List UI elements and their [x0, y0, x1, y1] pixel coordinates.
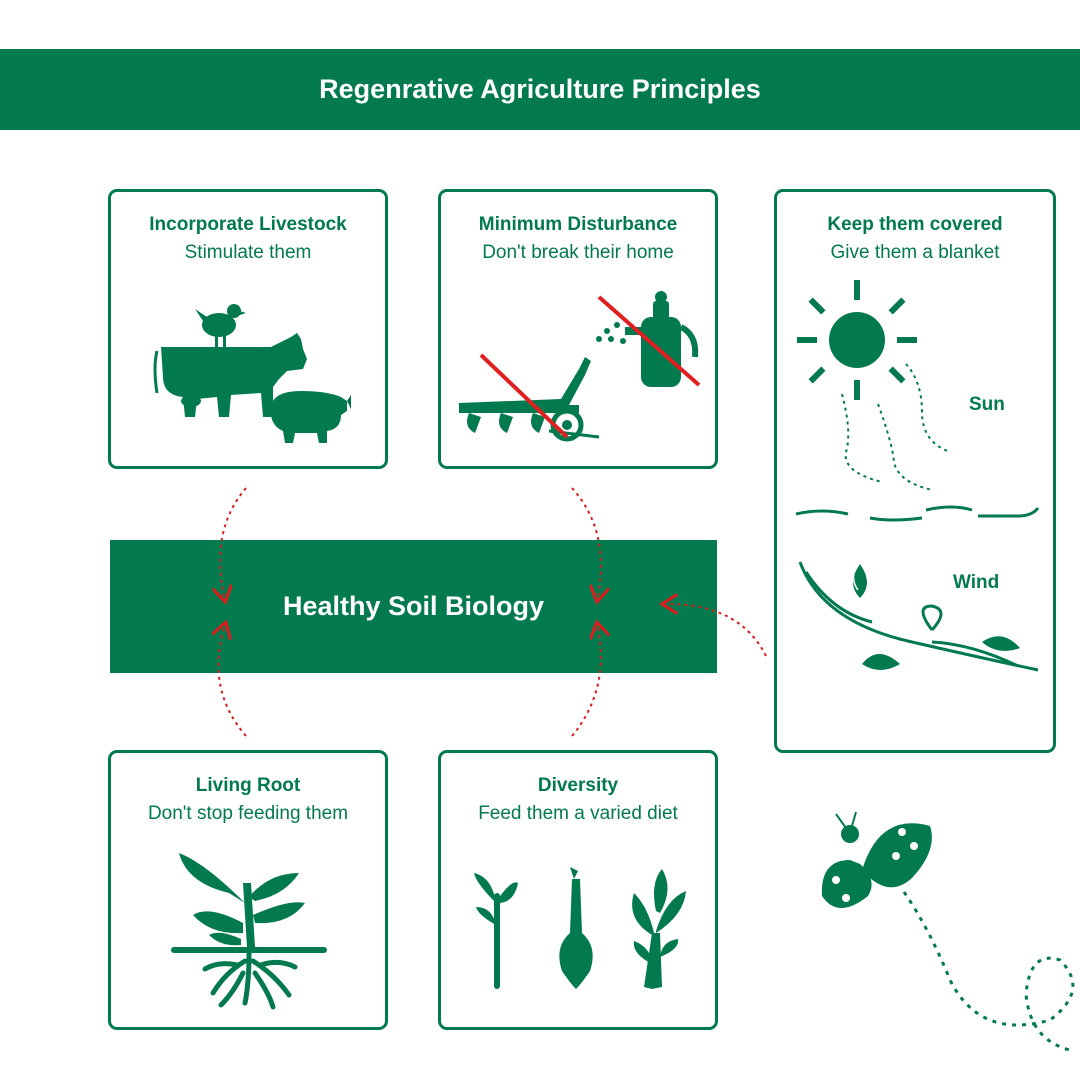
- page-title: Regenrative Agriculture Principles: [319, 74, 761, 104]
- card-minimum-disturbance: Minimum Disturbance Don't break their ho…: [438, 189, 718, 469]
- livestock-icon: [153, 304, 351, 443]
- card-living-root: Living Root Don't stop feeding them: [108, 750, 388, 1030]
- card-subtitle: Feed them a varied diet: [478, 803, 678, 824]
- card-title: Minimum Disturbance: [478, 214, 678, 235]
- wind-label: Wind: [953, 572, 1000, 593]
- card-subtitle: Don't break their home: [482, 242, 674, 263]
- card-diversity: Diversity Feed them a varied diet: [438, 750, 718, 1030]
- arrow-diversity-to-hub: [571, 628, 601, 737]
- arrow-covered-to-hub: [668, 604, 767, 657]
- card-subtitle: Give them a blanket: [830, 242, 1000, 263]
- ladybug-trail: [902, 891, 1075, 1052]
- card-title: Diversity: [537, 775, 619, 796]
- card-keep-them-covered: Keep them covered Give them a blanket: [774, 189, 1056, 753]
- arrow-disturbance-to-hub: [571, 487, 601, 596]
- card-title: Living Root: [195, 775, 301, 796]
- card-incorporate-livestock: Incorporate Livestock Stimulate them: [108, 189, 388, 469]
- card-title: Incorporate Livestock: [149, 214, 347, 235]
- ladybug-icon: [821, 811, 932, 908]
- no-tillage-icon: [459, 291, 701, 442]
- hub-label: Healthy Soil Biology: [282, 591, 545, 621]
- varied-plants-icon: [474, 867, 686, 989]
- card-subtitle: Don't stop feeding them: [147, 803, 349, 824]
- arrow-root-to-hub: [218, 628, 247, 737]
- card-subtitle: Stimulate them: [184, 242, 312, 263]
- healthy-soil-biology-hub: Healthy Soil Biology: [110, 540, 717, 673]
- sun-wind-icon: [795, 280, 1040, 672]
- plant-root-icon: [171, 853, 327, 1010]
- card-title: Keep them covered: [827, 214, 1003, 235]
- page-title-banner: Regenrative Agriculture Principles: [0, 49, 1080, 130]
- sun-label: Sun: [969, 394, 1005, 415]
- arrow-livestock-to-hub: [220, 487, 247, 596]
